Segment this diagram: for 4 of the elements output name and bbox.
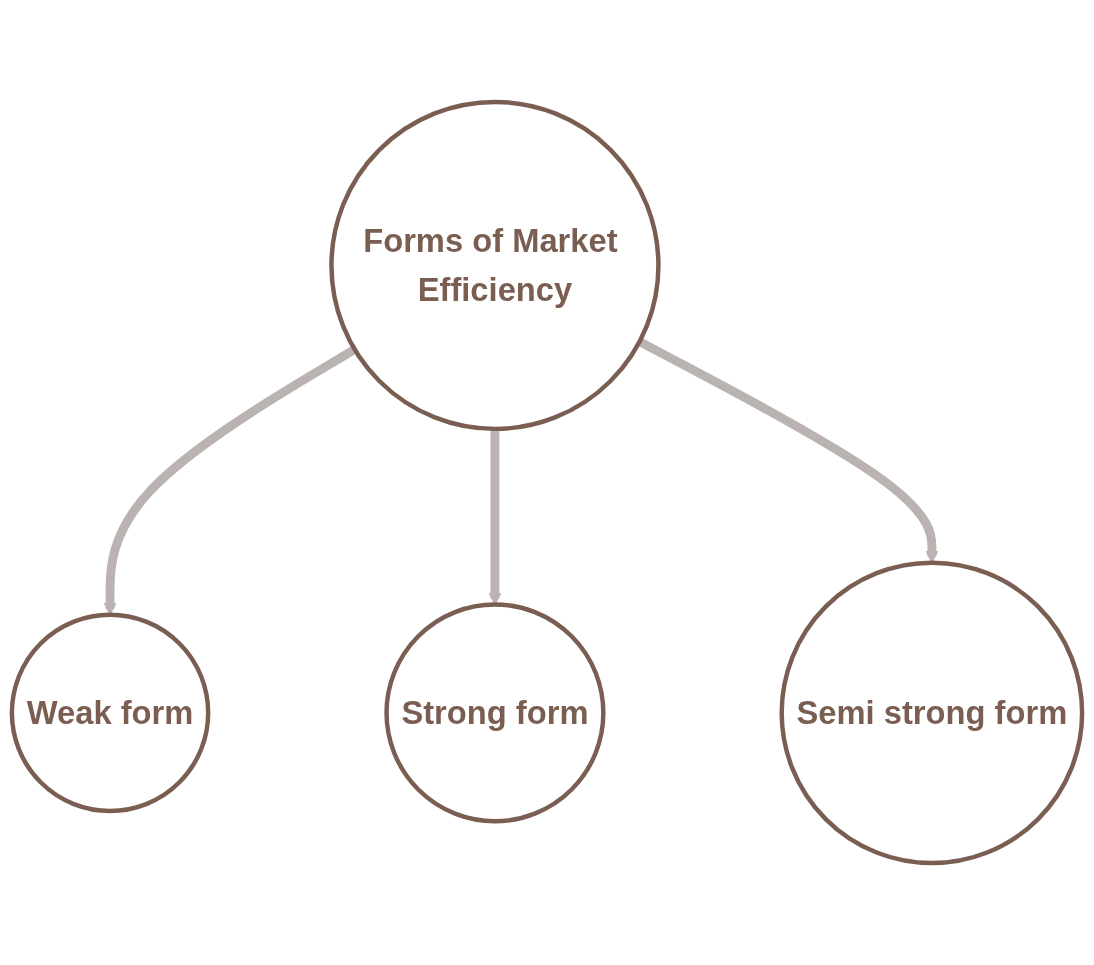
node-circle: Strong form: [384, 602, 606, 824]
node-circle: Semi strong form: [779, 560, 1085, 866]
node-circle: Forms of Market Efficiency: [329, 99, 661, 432]
node-circle: Weak form: [9, 612, 211, 814]
